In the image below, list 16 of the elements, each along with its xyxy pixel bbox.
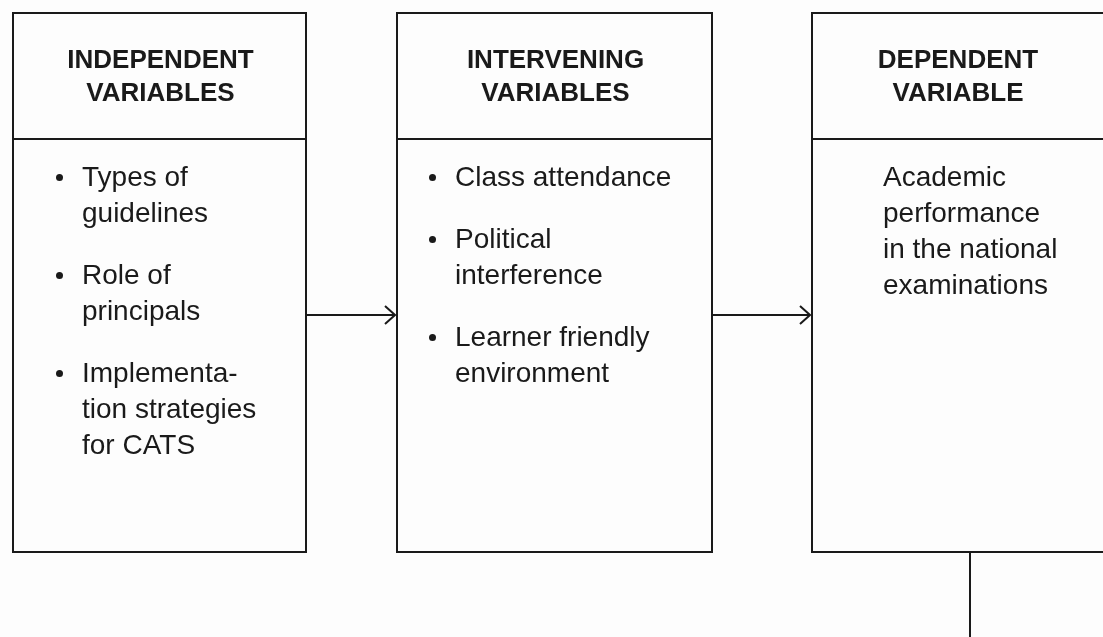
bullet-item: Types of guidelines [82,160,210,230]
variable-box [396,12,713,553]
bullet-item: Political interference [455,222,604,292]
bullet-item: Class attendance [455,160,673,194]
arrow [712,305,811,325]
box-text: Academic performance in the national examinations [883,160,1059,302]
arrow [306,305,396,325]
box-heading: DEPENDENT VARIABLE [876,43,1040,109]
box-heading: INDEPENDENT VARIABLES [66,43,255,109]
connector-line [969,552,971,637]
bullet-item: Implementa- tion strategies for CATS [82,356,258,462]
bullet-item: Role of principals [82,258,202,328]
variable-box [811,12,1103,553]
box-heading: INTERVENING VARIABLES [465,43,646,109]
variable-box [12,12,307,553]
bullet-item: Learner friendly environment [455,320,651,390]
